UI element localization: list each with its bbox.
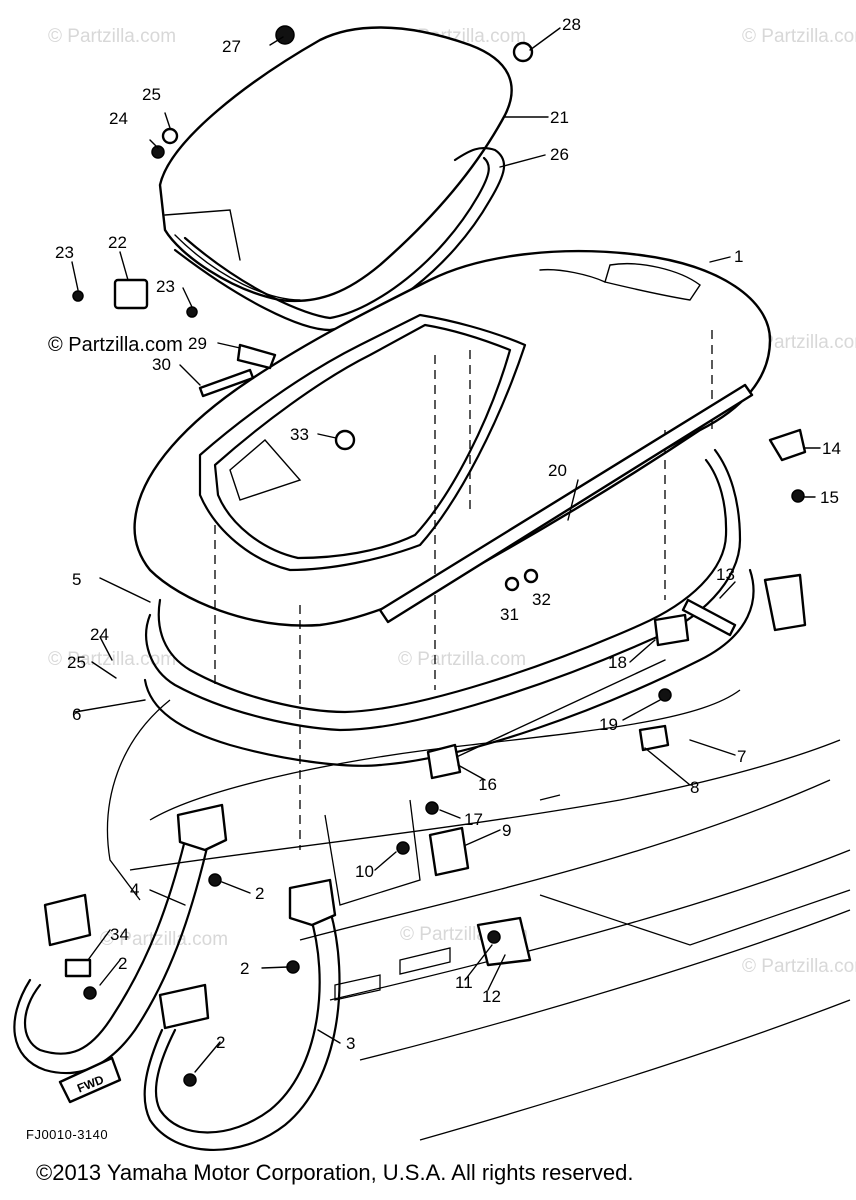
bolt-30 — [198, 368, 255, 398]
callout-8: 8 — [690, 778, 699, 797]
callout-16: 16 — [478, 775, 497, 794]
bracket-7 — [763, 573, 807, 632]
callout-27: 27 — [222, 37, 241, 56]
engine-cover — [133, 249, 772, 850]
grommet-27 — [275, 25, 295, 45]
watermark-text: © Partzilla.com — [742, 956, 856, 977]
callout-2: 2 — [240, 959, 249, 978]
cover-gasket — [143, 448, 755, 767]
rod-16 — [449, 659, 666, 761]
plate-34 — [64, 958, 92, 978]
bolt-11 — [487, 930, 501, 944]
callout-9: 9 — [502, 821, 511, 840]
bolt-2 — [286, 960, 300, 974]
callout-4: 4 — [130, 880, 139, 899]
callout-7: 7 — [737, 747, 746, 766]
callout-29: 29 — [188, 334, 207, 353]
hardware-group — [72, 25, 807, 967]
callout-33: 33 — [290, 425, 309, 444]
callout-22: 22 — [108, 233, 127, 252]
clip-31 — [504, 576, 520, 592]
callout-labels: 1 2 2 2 2 3 4 5 6 7 8 9 10 11 12 13 14 1… — [55, 15, 841, 1053]
bracket-14 — [768, 428, 807, 462]
latch-18 — [653, 613, 690, 647]
watermark-text: © Partzilla.com — [398, 649, 526, 670]
latch-29 — [236, 343, 277, 370]
callout-23: 23 — [55, 243, 74, 262]
watermark-text: © Partzilla.com — [100, 929, 228, 950]
callout-30: 30 — [152, 355, 171, 374]
callout-25: 25 — [142, 85, 161, 104]
nut-24 — [151, 145, 165, 159]
handle-bracket — [158, 983, 210, 1030]
handle-bracket — [288, 878, 337, 927]
hinge-22 — [113, 278, 149, 310]
callout-1: 1 — [734, 247, 743, 266]
callout-18: 18 — [608, 653, 627, 672]
watermark-text: © Partzilla.com — [742, 26, 856, 47]
plug-33 — [334, 429, 356, 451]
plate-8 — [638, 724, 670, 752]
leader-lines — [71, 27, 821, 1073]
bolt-19 — [658, 688, 672, 702]
figure-code: FJ0010-3140 — [26, 1127, 109, 1142]
bolt-17 — [425, 801, 439, 815]
trim-strip — [378, 383, 754, 624]
callout-31: 31 — [500, 605, 519, 624]
callout-2: 2 — [255, 884, 264, 903]
handle-bracket — [43, 893, 92, 947]
callout-14: 14 — [822, 439, 841, 458]
callout-24: 24 — [90, 625, 109, 644]
latch-base-16 — [426, 743, 462, 780]
callout-12: 12 — [482, 987, 501, 1006]
handle-bracket — [176, 803, 228, 852]
bolt-2 — [83, 986, 97, 1000]
bolt-2 — [183, 1073, 197, 1087]
callout-6: 6 — [72, 705, 81, 724]
nut-15 — [791, 489, 805, 503]
callout-26: 26 — [550, 145, 569, 164]
callout-34: 34 — [110, 925, 129, 944]
partzilla-watermark: © Partzilla.com — [48, 334, 183, 356]
bracket-9 — [428, 826, 470, 877]
watermark-text: © Partzilla.com — [48, 26, 176, 47]
screw-23 — [186, 306, 198, 318]
hull-outline — [106, 689, 851, 1141]
plate-12 — [476, 916, 532, 967]
callout-15: 15 — [820, 488, 839, 507]
callout-10: 10 — [355, 862, 374, 881]
clip-32 — [523, 568, 539, 584]
callout-11: 11 — [455, 973, 473, 992]
callout-32: 32 — [532, 590, 551, 609]
callout-2: 2 — [216, 1033, 225, 1052]
handle-group — [13, 803, 341, 1152]
nut-10 — [396, 841, 410, 855]
callout-24: 24 — [109, 109, 128, 128]
callout-3: 3 — [346, 1034, 355, 1053]
callout-21: 21 — [550, 108, 569, 127]
fwd-arrow: FWD — [58, 1056, 122, 1104]
bolt-2 — [208, 873, 222, 887]
callout-13: 13 — [716, 565, 735, 584]
callout-25: 25 — [67, 653, 86, 672]
lid-gasket — [173, 146, 506, 332]
callout-2: 2 — [118, 954, 127, 973]
grommet-28 — [512, 41, 534, 63]
callout-17: 17 — [464, 810, 483, 829]
copyright-notice: ©2013 Yamaha Motor Corporation, U.S.A. A… — [36, 1160, 634, 1185]
washer-25 — [161, 127, 179, 145]
callout-19: 19 — [599, 715, 618, 734]
callout-20: 20 — [548, 461, 567, 480]
screw-23 — [72, 290, 84, 302]
callout-23: 23 — [156, 277, 175, 296]
bar-13 — [681, 598, 737, 637]
callout-28: 28 — [562, 15, 581, 34]
callout-5: 5 — [72, 570, 81, 589]
